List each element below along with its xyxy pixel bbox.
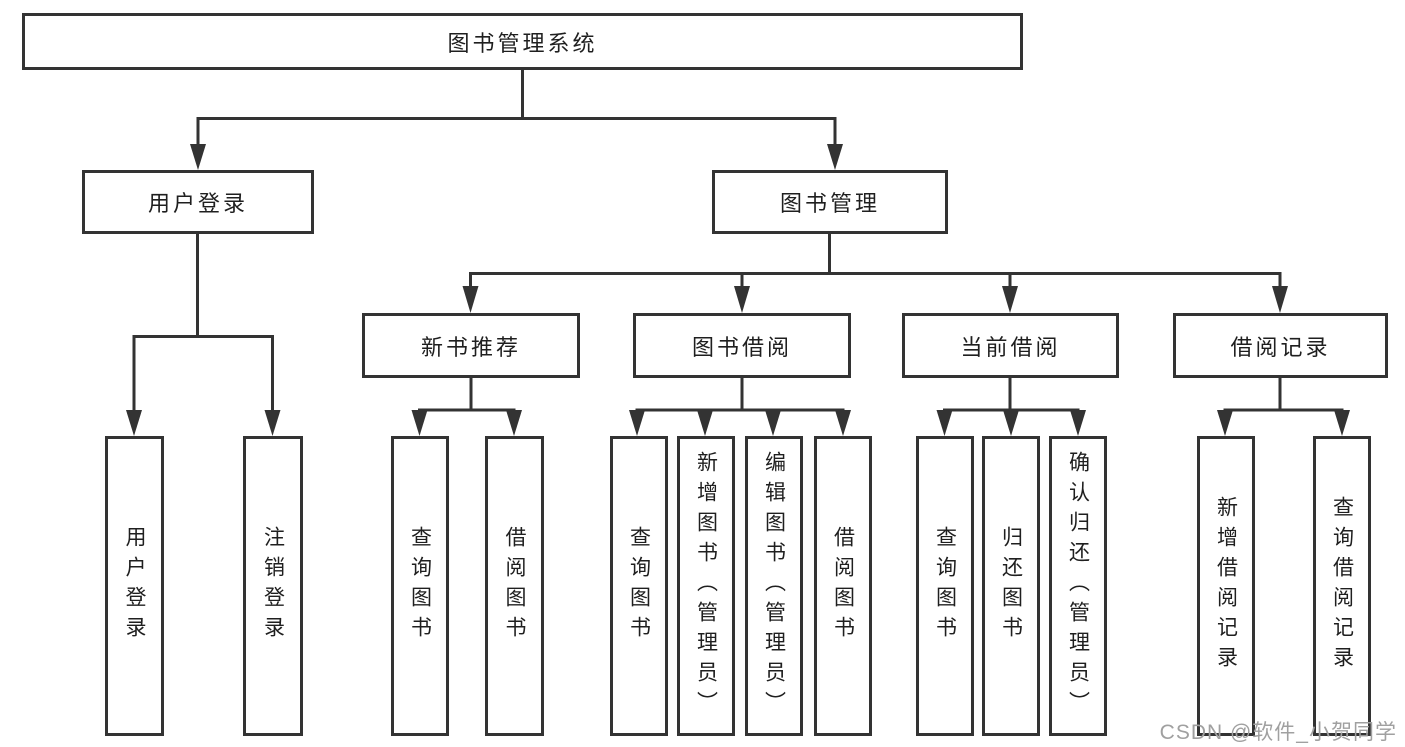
leaf-edit-books-admin: 编辑图书（管理员） — [745, 436, 803, 736]
node-current-borrow: 当前借阅 — [902, 313, 1119, 378]
node-borrow-records: 借阅记录 — [1173, 313, 1388, 378]
connector-root — [190, 69, 843, 170]
leaf-return-books: 归还图书 — [982, 436, 1040, 736]
leaf-query-books-recommend-label: 查询图书 — [408, 526, 432, 646]
leaf-query-books-current-label: 查询图书 — [933, 526, 957, 646]
node-user-login-label: 用户登录 — [147, 191, 248, 216]
leaf-borrow-books-label: 借阅图书 — [831, 526, 855, 646]
leaf-query-books-recommend: 查询图书 — [391, 436, 449, 736]
node-root: 图书管理系统 — [22, 13, 1023, 70]
leaf-return-books-label: 归还图书 — [999, 526, 1023, 646]
leaf-borrow-books-recommend-label: 借阅图书 — [503, 526, 526, 646]
connector-user-login — [126, 233, 281, 436]
leaf-logout-label: 注销登录 — [261, 526, 285, 646]
leaf-edit-books-admin-label: 编辑图书（管理员） — [762, 451, 786, 721]
watermark: CSDN @软件_小贺同学 — [1159, 721, 1397, 744]
leaf-query-borrow-record-label: 查询借阅记录 — [1330, 496, 1354, 676]
leaf-add-borrow-record: 新增借阅记录 — [1197, 436, 1255, 736]
leaf-query-books-current: 查询图书 — [916, 436, 974, 736]
node-book-borrow: 图书借阅 — [633, 313, 851, 378]
node-book-management-label: 图书管理 — [779, 191, 880, 216]
leaf-user-login-label: 用户登录 — [123, 526, 146, 646]
node-new-book-recommend-label: 新书推荐 — [420, 334, 521, 360]
leaf-user-login: 用户登录 — [105, 436, 164, 736]
leaf-query-borrow-record: 查询借阅记录 — [1313, 436, 1371, 736]
leaf-logout: 注销登录 — [243, 436, 303, 736]
leaf-query-books-borrow: 查询图书 — [610, 436, 668, 736]
leaf-add-borrow-record-label: 新增借阅记录 — [1214, 496, 1238, 676]
node-user-login: 用户登录 — [82, 170, 314, 234]
leaf-add-books-admin: 新增图书（管理员） — [677, 436, 735, 736]
node-new-book-recommend: 新书推荐 — [362, 313, 580, 378]
connector-book-management — [462, 233, 1288, 313]
leaf-add-books-admin-label: 新增图书（管理员） — [694, 451, 718, 721]
leaf-borrow-books: 借阅图书 — [814, 436, 872, 736]
connector-borrow-records — [1217, 377, 1350, 436]
leaf-borrow-books-recommend: 借阅图书 — [485, 436, 544, 736]
node-current-borrow-label: 当前借阅 — [960, 334, 1061, 360]
node-borrow-records-label: 借阅记录 — [1230, 334, 1331, 360]
connector-book-borrow — [629, 377, 851, 436]
leaf-confirm-return-admin-label: 确认归还（管理员） — [1066, 451, 1090, 721]
node-book-borrow-label: 图书借阅 — [691, 334, 792, 360]
node-book-management: 图书管理 — [712, 170, 948, 234]
connector-current-borrow — [936, 377, 1086, 436]
leaf-query-books-borrow-label: 查询图书 — [627, 526, 651, 646]
node-root-label: 图书管理系统 — [447, 30, 598, 56]
leaf-confirm-return-admin: 确认归还（管理员） — [1049, 436, 1107, 736]
connector-new-book-recommend — [411, 377, 522, 436]
